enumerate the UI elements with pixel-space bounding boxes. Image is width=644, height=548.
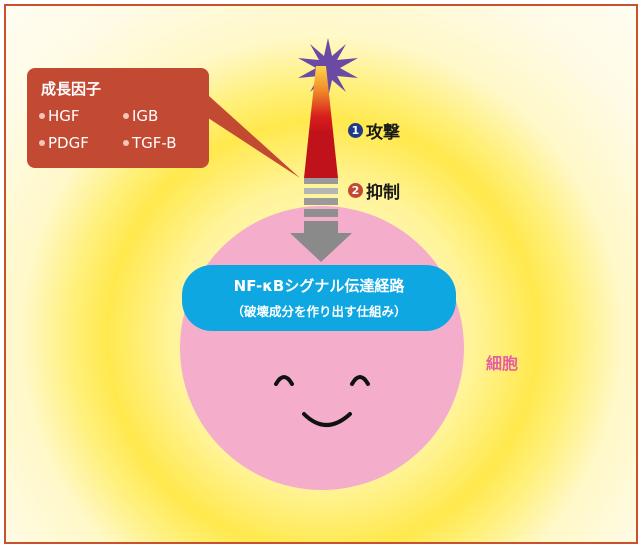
right-eye — [350, 375, 370, 386]
beam-stripe — [304, 221, 338, 233]
arrow-head-icon — [290, 233, 352, 262]
diagram-frame: 1 攻撃 2 抑制 成長因子 HGF IGB PDGF TGF-B NF-κBシ… — [4, 4, 638, 544]
beam-stripe — [304, 209, 338, 217]
beam-stripe — [304, 188, 338, 194]
growth-factor-item: PDGF — [39, 134, 89, 152]
growth-factor-item: IGB — [123, 107, 158, 125]
growth-factor-item: TGF-B — [123, 134, 177, 152]
growth-factor-callout: 成長因子 HGF IGB PDGF TGF-B — [27, 68, 209, 168]
bullet-icon — [123, 113, 129, 119]
beam-stripe — [304, 178, 338, 184]
bullet-icon — [39, 140, 45, 146]
step-number-badge: 2 — [348, 183, 363, 198]
beam-upper — [304, 66, 338, 178]
cell-label: 細胞 — [486, 354, 519, 373]
attack-burst-icon — [298, 38, 358, 98]
callout-tail — [202, 96, 300, 178]
smiley-face-icon — [274, 375, 370, 427]
growth-factor-label: IGB — [132, 107, 159, 125]
bullet-icon — [39, 113, 45, 119]
growth-factor-label: TGF-B — [132, 134, 177, 152]
growth-factor-item: HGF — [39, 107, 80, 125]
step-attack: 1 攻撃 — [348, 118, 400, 143]
smile-mouth — [302, 412, 352, 427]
callout-title: 成長因子 — [41, 80, 102, 98]
step-suppress: 2 抑制 — [348, 178, 400, 203]
beam-stripe — [304, 198, 338, 205]
nfkb-pathway-banner: NF-κBシグナル伝達経路 （破壊成分を作り出す仕組み） — [182, 265, 456, 331]
step-label: 攻撃 — [366, 123, 400, 143]
bullet-icon — [123, 140, 129, 146]
pathway-title: NF-κBシグナル伝達経路 — [233, 277, 405, 295]
left-eye — [274, 375, 294, 386]
pathway-subtitle: （破壊成分を作り出す仕組み） — [231, 304, 407, 319]
step-label: 抑制 — [366, 183, 400, 203]
step-number-badge: 1 — [348, 123, 363, 138]
growth-factor-label: HGF — [48, 107, 80, 125]
growth-factor-label: PDGF — [48, 134, 89, 152]
attack-beam — [290, 66, 352, 262]
